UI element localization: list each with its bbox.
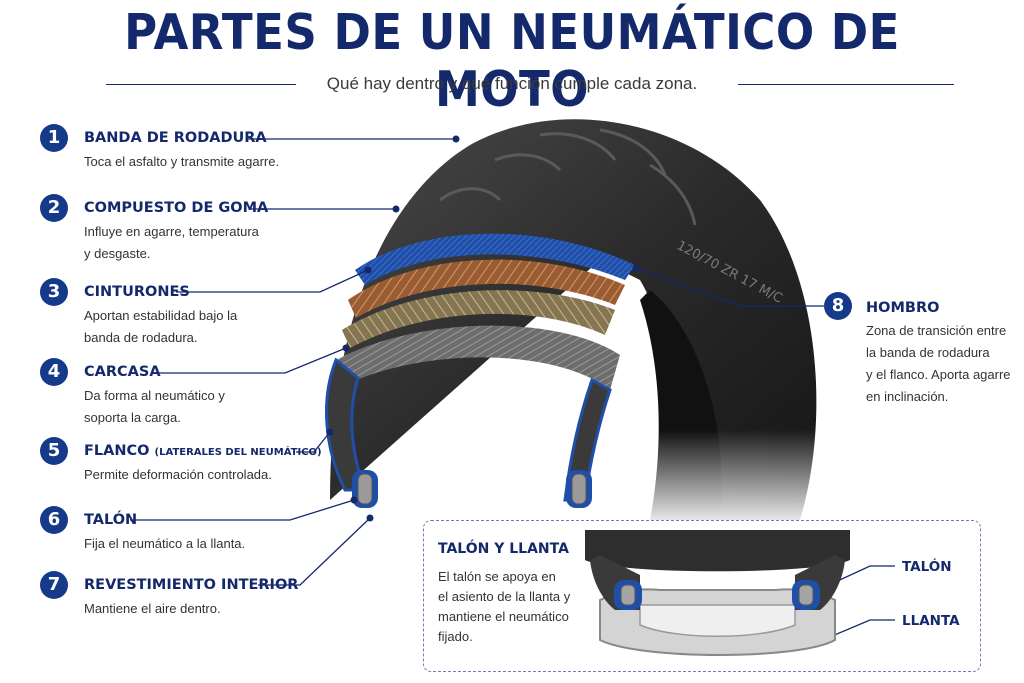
subtitle-row: Qué hay dentro y qué función cumple cada… bbox=[0, 72, 1024, 98]
callout-3-number: 3 bbox=[40, 278, 68, 306]
callout-8-desc-line: Zona de transición entre bbox=[866, 323, 1007, 338]
callout-2-desc: Influye en agarre, temperatura y desgast… bbox=[84, 221, 259, 265]
callout-1-desc: Toca el asfalto y transmite agarre. bbox=[84, 151, 279, 173]
callout-5-label-main: FLANCO bbox=[84, 443, 150, 459]
belt-layer-1 bbox=[348, 259, 625, 318]
callout-7-label: REVESTIMIENTO INTERIOR bbox=[84, 577, 299, 593]
callout-8-desc-line: la banda de rodadura bbox=[866, 345, 990, 360]
callout-6-number: 6 bbox=[40, 506, 68, 534]
inset-label-rim: LLANTA bbox=[902, 613, 960, 629]
callout-8-number: 8 bbox=[824, 292, 852, 320]
callout-2-desc-line: y desgaste. bbox=[84, 246, 151, 261]
bead-left bbox=[352, 470, 378, 508]
page-title: PARTES DE UN NEUMÁTICO DE MOTO bbox=[124, 4, 900, 118]
inset-label-bead: TALÓN bbox=[902, 559, 952, 575]
inset-desc-line: El talón se apoya en bbox=[438, 569, 556, 584]
inset-desc-line: el asiento de la llanta y bbox=[438, 589, 571, 604]
callout-1-desc-line: Toca el asfalto y transmite agarre. bbox=[84, 154, 280, 169]
callout-3-desc: Aportan estabilidad bajo la banda de rod… bbox=[84, 305, 237, 349]
callout-5-label-note: (LATERALES DEL NEUMÁTICO) bbox=[154, 447, 322, 458]
callout-6-label: TALÓN bbox=[84, 512, 138, 528]
tire-bottom-fade bbox=[600, 430, 840, 530]
callout-3-desc-line: Aportan estabilidad bajo la bbox=[84, 308, 238, 323]
callout-8-desc: Zona de transición entre la banda de rod… bbox=[866, 320, 1011, 408]
bead-rim-inset: TALÓN Y LLANTA El talón se apoya en el a… bbox=[423, 520, 981, 672]
callout-5-desc-line: Permite deformación controlada. bbox=[84, 467, 272, 482]
callout-3-desc-line: banda de rodadura. bbox=[84, 330, 198, 345]
callout-4-label: CARCASA bbox=[84, 364, 161, 380]
callout-7-desc-line: Mantiene el aire dentro. bbox=[84, 601, 221, 616]
callout-3-label: CINTURONES bbox=[84, 284, 190, 300]
tread-grooves bbox=[439, 128, 697, 226]
callout-5-desc: Permite deformación controlada. bbox=[84, 464, 272, 486]
callout-2-label: COMPUESTO DE GOMA bbox=[84, 200, 269, 216]
inset-desc-line: mantiene el neumático bbox=[438, 609, 569, 624]
callout-8-desc-line: en inclinación. bbox=[866, 389, 949, 404]
page-subtitle: Qué hay dentro y qué función cumple cada… bbox=[326, 74, 698, 93]
callout-7-desc: Mantiene el aire dentro. bbox=[84, 598, 221, 620]
callout-5-label: FLANCO (LATERALES DEL NEUMÁTICO) bbox=[84, 443, 322, 459]
callout-1-number: 1 bbox=[40, 124, 68, 152]
callout-1-label: BANDA DE RODADURA bbox=[84, 130, 267, 146]
callout-8-label: HOMBRO bbox=[866, 300, 940, 316]
callout-2-desc-line: Influye en agarre, temperatura bbox=[84, 224, 259, 239]
callout-6-desc-line: Fija el neumático a la llanta. bbox=[84, 536, 246, 551]
callout-5-number: 5 bbox=[40, 437, 68, 465]
callout-8-desc-line: y el flanco. Aporta agarre bbox=[866, 367, 1011, 382]
callout-4-desc: Da forma al neumático y soporta la carga… bbox=[84, 385, 225, 429]
callout-4-desc-line: soporta la carga. bbox=[84, 410, 181, 425]
inset-desc: El talón se apoya en el asiento de la ll… bbox=[438, 567, 570, 647]
subtitle-rule-left bbox=[106, 84, 296, 85]
inset-illustration bbox=[585, 530, 850, 656]
callout-6-desc: Fija el neumático a la llanta. bbox=[84, 533, 245, 555]
callout-4-number: 4 bbox=[40, 358, 68, 386]
callout-7-number: 7 bbox=[40, 571, 68, 599]
carcass-layer bbox=[336, 325, 620, 390]
inset-desc-line: fijado. bbox=[438, 629, 473, 644]
rubber-compound-layer bbox=[355, 233, 635, 285]
bead-right bbox=[566, 470, 592, 508]
callout-4-desc-line: Da forma al neumático y bbox=[84, 388, 225, 403]
belt-layer-2 bbox=[342, 290, 615, 348]
subtitle-rule-right bbox=[738, 84, 954, 85]
inset-title: TALÓN Y LLANTA bbox=[438, 541, 569, 557]
callout-2-number: 2 bbox=[40, 194, 68, 222]
